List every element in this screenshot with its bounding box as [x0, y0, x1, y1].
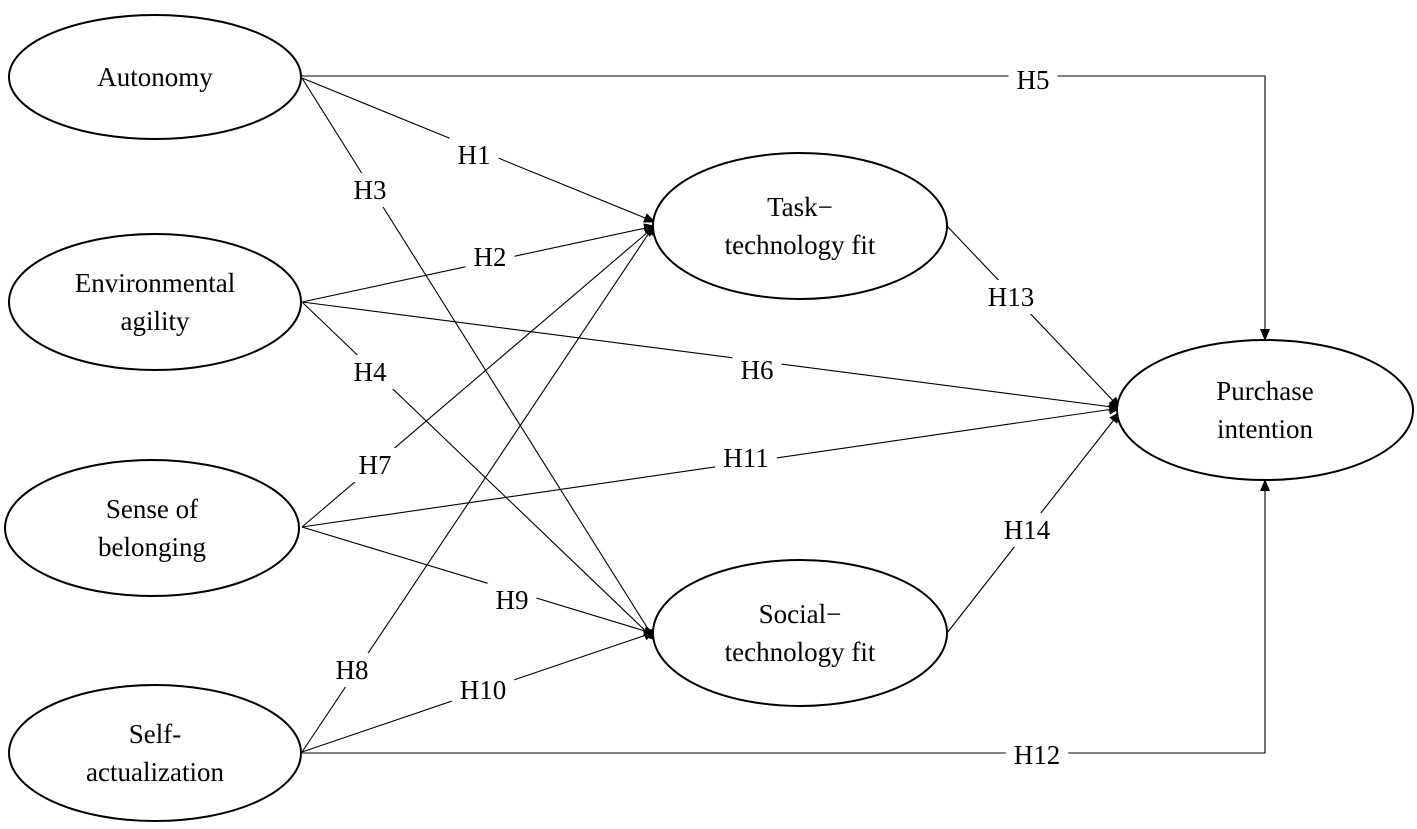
hypothesis-label-background [451, 673, 515, 707]
hypothesis-path-h9 [301, 526, 656, 636]
hypothesis-label-text: H5 [1017, 65, 1050, 95]
construct-label-line: Self- [129, 719, 181, 749]
construct-node-agility: Environmental agility [8, 233, 302, 371]
hypothesis-label-h12: H12 [1005, 738, 1069, 772]
construct-ellipse [652, 559, 948, 707]
construct-label-line: Environmental [75, 268, 235, 298]
hypothesis-label-text: H2 [474, 242, 507, 272]
hypothesis-label-text: H1 [458, 140, 491, 170]
hypothesis-label-background [732, 353, 782, 387]
hypothesis-label-background [327, 653, 377, 687]
hypothesis-label-h1: H1 [449, 138, 499, 172]
hypothesis-label-background [345, 173, 395, 207]
construct-label-line: technology fit [725, 637, 876, 667]
hypothesis-path-h5 [302, 75, 1270, 341]
construct-label-line: intention [1217, 414, 1313, 444]
hypothesis-label-text: H13 [988, 282, 1035, 312]
hypothesis-label-background [350, 448, 400, 482]
hypothesis-label-h11: H11 [715, 441, 777, 475]
hypothesis-label-h8: H8 [327, 653, 377, 687]
construct-ellipse [652, 152, 948, 300]
construct-label-line: Purchase [1216, 376, 1313, 406]
construct-ellipse [8, 233, 302, 371]
hypothesis-label-background [995, 513, 1059, 547]
hypothesis-label-background [449, 138, 499, 172]
hypothesis-label-h13: H13 [979, 280, 1043, 314]
hypothesis-label-background [715, 441, 777, 475]
hypothesis-label-h3: H3 [345, 173, 395, 207]
construct-label-line: belonging [98, 532, 206, 562]
hypothesis-path-h12 [302, 479, 1270, 754]
construct-label-line: Social− [759, 599, 842, 629]
hypothesis-label-text: H7 [359, 450, 392, 480]
hypothesis-path-h13 [946, 225, 1121, 409]
hypothesis-label-text: H8 [336, 655, 369, 685]
hypothesis-label-text: H3 [354, 175, 387, 205]
construct-label-line: actualization [86, 757, 224, 787]
hypothesis-label-h14: H14 [995, 513, 1059, 547]
hypothesis-label-h4: H4 [345, 355, 395, 389]
construct-node-belonging: Sense of belonging [4, 459, 300, 597]
hypothesis-label-text: H10 [460, 675, 507, 705]
construct-label-line: Task− [767, 192, 833, 222]
construct-label-line: Autonomy [97, 62, 213, 92]
hypothesis-label-text: H6 [741, 355, 774, 385]
construct-ellipse [8, 14, 302, 140]
hypothesis-label-background [1005, 738, 1069, 772]
hypothesis-label-background [487, 583, 537, 617]
hypothesis-label-h7: H7 [350, 448, 400, 482]
construct-ellipse [1116, 339, 1414, 481]
hypothesis-label-text: H4 [354, 357, 387, 387]
construct-label-line: agility [121, 306, 190, 336]
hypothesis-label-background [465, 240, 515, 274]
hypothesis-label-background [1008, 63, 1058, 97]
hypothesis-path-h6 [301, 301, 1121, 412]
construct-node-selfact: Self-actualization [8, 684, 302, 822]
construct-ellipse [4, 459, 300, 597]
hypothesis-path-h11 [301, 404, 1121, 528]
hypothesis-label-h2: H2 [465, 240, 515, 274]
hypothesis-label-text: H9 [496, 585, 529, 615]
construct-label-line: Sense of [106, 494, 198, 524]
construct-ellipse [8, 684, 302, 822]
hypothesis-label-text: H14 [1004, 515, 1051, 545]
hypothesis-label-background [979, 280, 1043, 314]
hypothesis-label-h9: H9 [487, 583, 537, 617]
hypothesis-label-text: H12 [1014, 740, 1061, 770]
hypothesis-label-background [345, 355, 395, 389]
construct-node-ttf: Task− technology fit [652, 152, 948, 300]
hypothesis-label-text: H11 [723, 443, 769, 473]
construct-label-line: technology fit [725, 230, 876, 260]
hypothesis-label-h6: H6 [732, 353, 782, 387]
construct-node-pi: Purchase intention [1116, 339, 1414, 481]
hypothesis-label-h10: H10 [451, 673, 515, 707]
hypothesis-label-h5: H5 [1008, 63, 1058, 97]
hypothesis-path-h3 [301, 77, 656, 641]
construct-node-autonomy: Autonomy [8, 14, 302, 140]
construct-node-stf: Social− technology fit [652, 559, 948, 707]
